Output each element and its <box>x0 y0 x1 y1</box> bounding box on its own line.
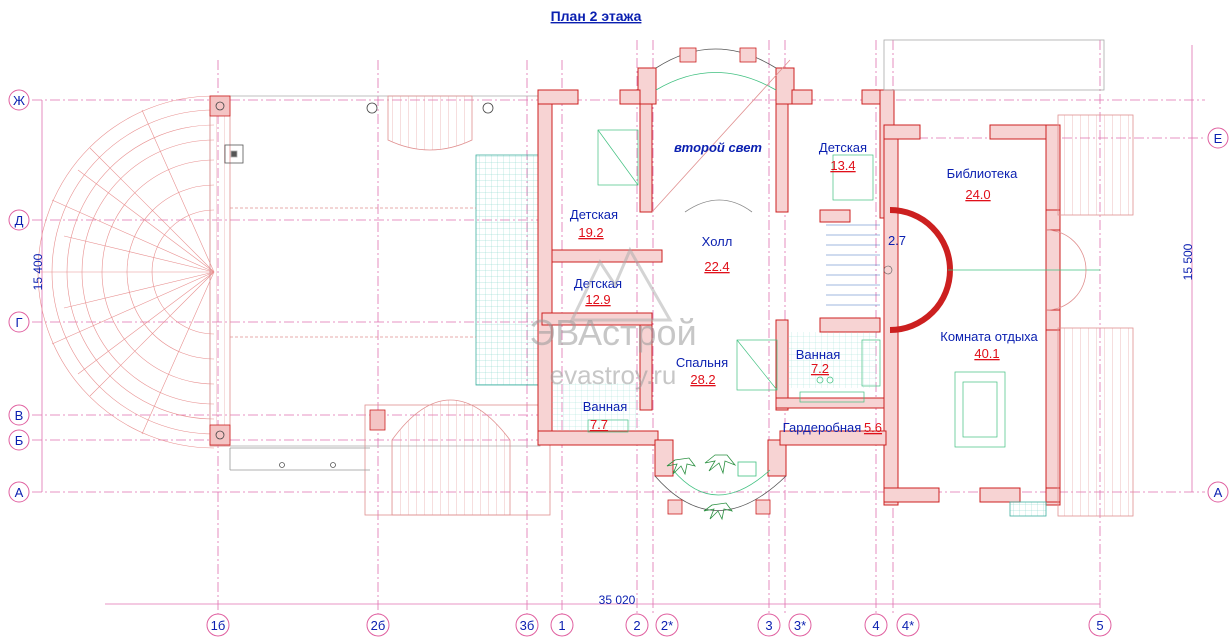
axis-label: 1б <box>211 618 226 633</box>
left-terrace <box>37 95 215 449</box>
room-name: Библиотека <box>947 166 1018 181</box>
room-name: Холл <box>702 234 733 249</box>
terrace-deck <box>209 95 541 447</box>
room-area: 28.2 <box>690 372 715 387</box>
room-area: 7.2 <box>811 361 829 376</box>
room-name: Гардеробная <box>783 420 862 435</box>
room-name: Ванная <box>583 399 628 414</box>
axis-label: 2* <box>661 618 673 633</box>
axis-label: 3 <box>765 618 772 633</box>
right-balconies <box>883 39 1134 517</box>
room-area: 24.0 <box>965 187 990 202</box>
room-name: Спальня <box>676 355 728 370</box>
watermark-logo-icon <box>569 246 673 322</box>
axis-label: А <box>15 485 24 500</box>
building-walls <box>537 67 1061 506</box>
dimension-lines <box>41 45 1193 605</box>
axis-markers-left <box>8 89 30 503</box>
top-bay <box>651 47 791 213</box>
room-area: 19.2 <box>578 225 603 240</box>
room-area: 13.4 <box>830 158 855 173</box>
axis-label: Г <box>15 315 22 330</box>
watermark-brand: ЭВАстрой <box>529 312 696 353</box>
axis-label: Б <box>15 433 24 448</box>
room-area: 5.6 <box>864 420 882 435</box>
axis-label: 2 <box>633 618 640 633</box>
entrance-porch <box>229 399 551 516</box>
axis-label: 3б <box>520 618 535 633</box>
axis-label: Д <box>15 213 24 228</box>
room-area: 40.1 <box>974 346 999 361</box>
room-name: Детская <box>819 140 867 155</box>
axis-label: Е <box>1214 131 1223 146</box>
room-name: Ванная <box>796 347 841 362</box>
room-name: Комната отдыха <box>940 329 1038 344</box>
watermark-site: evastroy.ru <box>550 360 677 390</box>
plan-title: План 2 этажа <box>551 8 642 24</box>
axis-label: 4* <box>902 618 914 633</box>
room-name: Детская <box>570 207 618 222</box>
bathroom-tiles <box>552 332 876 431</box>
left-dimension: 15 400 <box>31 253 45 290</box>
axis-label: 2б <box>371 618 386 633</box>
axis-label: А <box>1214 485 1223 500</box>
stair-area: 2.7 <box>888 233 906 248</box>
axis-label: 3* <box>794 618 806 633</box>
axis-markers-bottom <box>206 613 1112 637</box>
bottom-bay <box>654 454 787 521</box>
axis-label: Ж <box>13 93 25 108</box>
axis-label: 5 <box>1096 618 1103 633</box>
bottom-dimension: 35 020 <box>599 593 636 607</box>
axis-label: 1 <box>558 618 565 633</box>
room-area: 22.4 <box>704 259 729 274</box>
right-dimension: 15 500 <box>1181 243 1195 280</box>
watermark: ЭВАстрой evastroy.ru <box>529 246 697 390</box>
axis-label: 4 <box>872 618 879 633</box>
room-labels: Детская 19.2 Детская 12.9 Холл 22.4 Детс… <box>570 140 1039 435</box>
axis-markers-right <box>1207 127 1229 503</box>
room-area: 7.7 <box>590 417 608 432</box>
axis-label: В <box>15 408 24 423</box>
room-area: 12.9 <box>585 292 610 307</box>
second-light-label: второй свет <box>674 140 762 155</box>
